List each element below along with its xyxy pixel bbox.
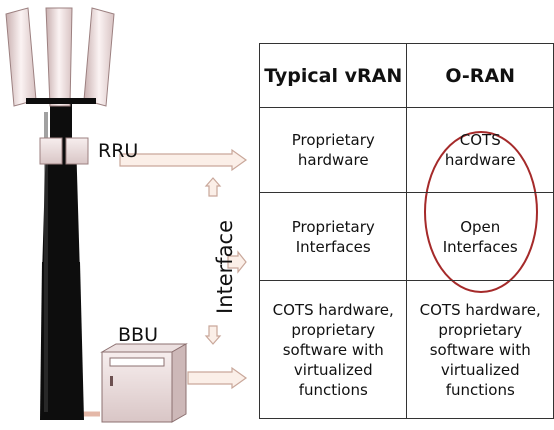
table-cell: Open Interfaces (406, 192, 554, 281)
interface-arrow (227, 250, 247, 274)
cell-text: Proprietary hardware (291, 131, 375, 169)
cell-text: Open Interfaces (442, 217, 518, 256)
column-header-oran: O-RAN (406, 43, 554, 108)
table-row: Proprietary Interfaces Open Interfaces (258, 192, 554, 281)
table-row: COTS hardware, proprietary software with… (258, 280, 554, 419)
interface-label: Interface (213, 219, 237, 314)
rru-units (39, 137, 89, 165)
table-row: Proprietary hardware COTS hardware (258, 107, 554, 193)
table-cell: COTS hardware, proprietary software with… (406, 280, 554, 419)
cell-text: COTS hardware, proprietary software with… (419, 300, 541, 399)
table-cell: COTS hardware, proprietary software with… (258, 280, 408, 419)
comparison-table: Typical vRAN O-RAN Proprietary hardware … (258, 43, 554, 419)
table-cell: COTS hardware (406, 107, 554, 193)
rru-arrow (119, 148, 248, 172)
bbu-cabinet (100, 343, 188, 423)
table-cell: Proprietary Interfaces (258, 192, 408, 281)
table-cell: Proprietary hardware (258, 107, 408, 193)
antenna-array (5, 7, 115, 107)
column-header-vran: Typical vRAN (258, 43, 408, 108)
cell-text: Proprietary Interfaces (291, 217, 375, 256)
table-header-row: Typical vRAN O-RAN (258, 43, 554, 108)
tower-mast (40, 100, 84, 420)
cell-text: COTS hardware, proprietary software with… (272, 300, 394, 399)
bbu-label: BBU (118, 324, 158, 346)
interface-vertical-arrow (204, 177, 222, 345)
cell-text: COTS hardware (444, 131, 516, 169)
rru-label: RRU (98, 140, 139, 162)
bbu-arrow (187, 366, 248, 390)
